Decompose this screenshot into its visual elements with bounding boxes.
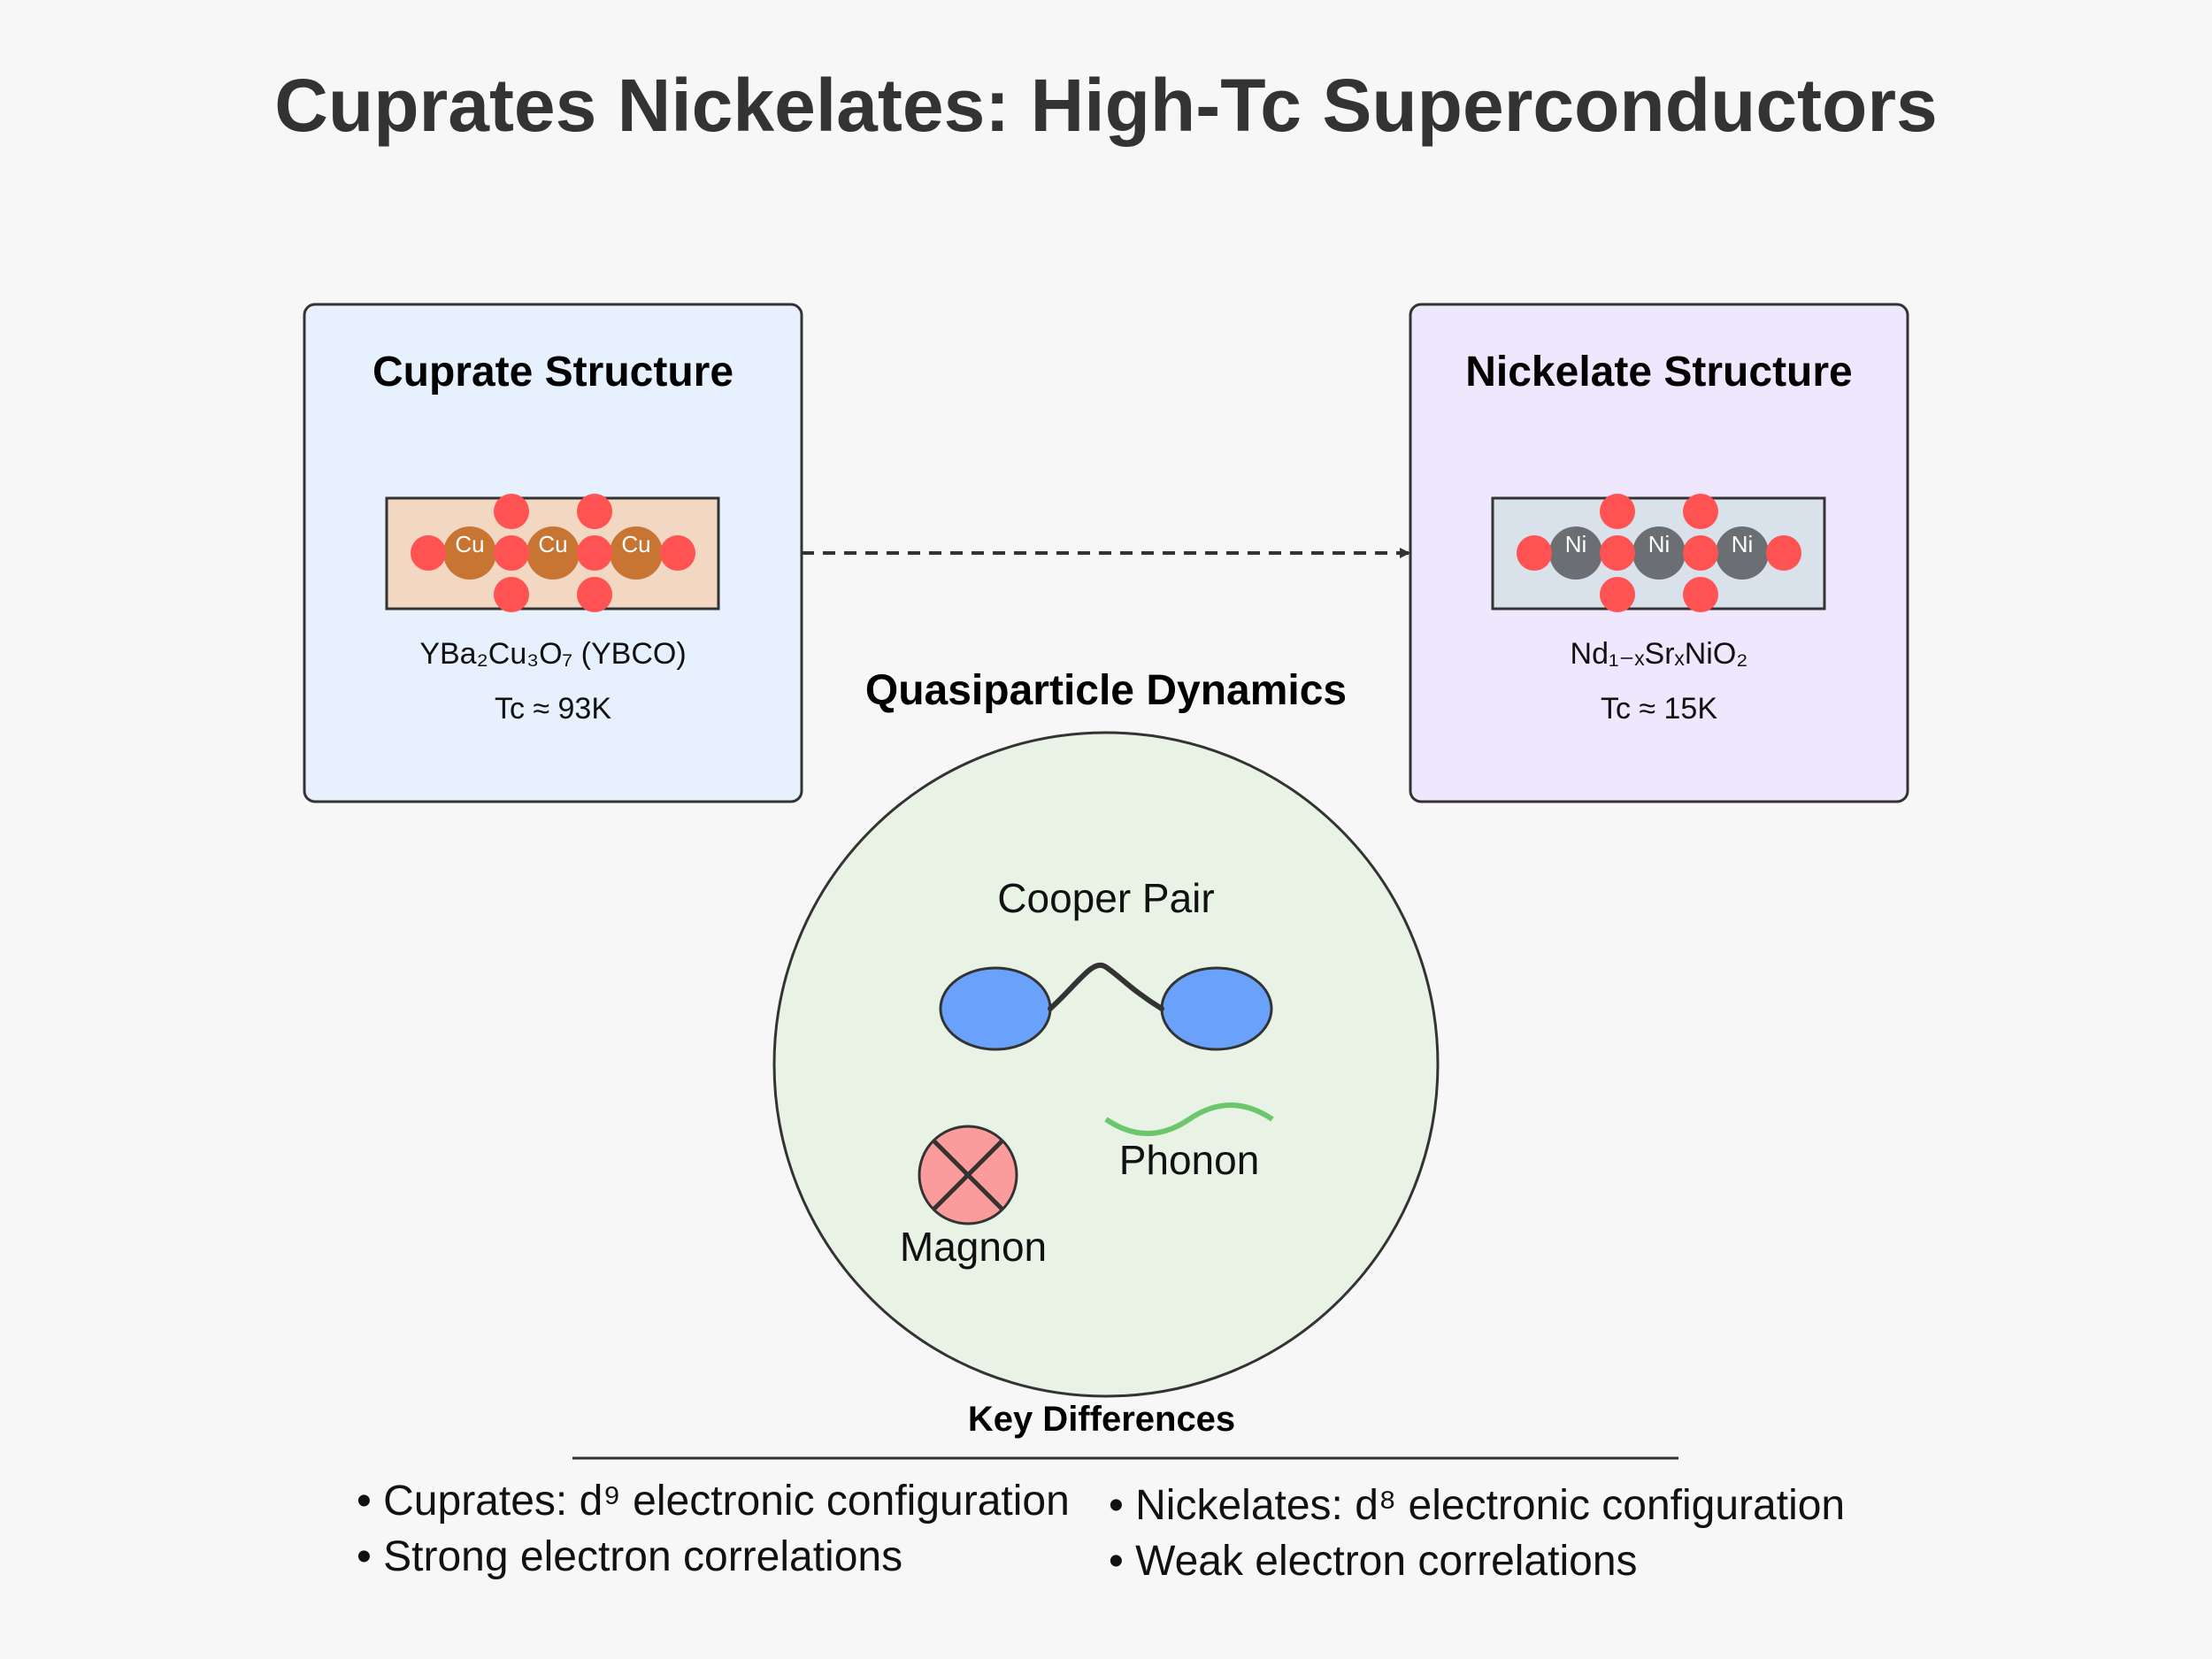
electron-right <box>1160 966 1273 1051</box>
oxygen-atom <box>577 535 612 571</box>
oxygen-atom <box>494 535 529 571</box>
cuprate-formula: YBa₂Cu₃O₇ (YBCO) <box>419 637 686 671</box>
copper-atom <box>610 526 663 580</box>
cuprate-lattice: Cu Cu Cu <box>385 494 720 612</box>
nickelate-formula: Nd₁₋ₓSrₓNiO₂ <box>1571 637 1748 671</box>
oxygen-atom <box>660 535 695 571</box>
magnon-label: Magnon <box>900 1224 1047 1270</box>
difference-item: • Weak electron correlations <box>1109 1538 1638 1585</box>
copper-label: Cu <box>538 531 567 557</box>
nickel-atom <box>1549 526 1602 580</box>
cuprate-heading: Cuprate Structure <box>373 349 733 396</box>
oxygen-atom <box>1766 535 1801 571</box>
oxygen-atom <box>494 494 529 529</box>
nickel-atom <box>1716 526 1769 580</box>
difference-item: • Strong electron correlations <box>357 1533 902 1580</box>
nickel-label: Ni <box>1648 531 1671 557</box>
nickel-label: Ni <box>1565 531 1587 557</box>
magnon-cross <box>932 1139 1004 1211</box>
pair-bond <box>1048 963 1164 1011</box>
nickelate-panel: Nickelate Structure Ni Ni Ni Nd₁₋ₓSrₓNiO… <box>1409 303 1909 803</box>
oxygen-atom <box>577 577 612 612</box>
copper-label: Cu <box>455 531 484 557</box>
oxygen-atom <box>1683 535 1718 571</box>
nickel-label: Ni <box>1732 531 1754 557</box>
oxygen-atom <box>1683 494 1718 529</box>
copper-atom <box>526 526 580 580</box>
quasiparticle-heading: Quasiparticle Dynamics <box>865 667 1347 714</box>
cuprate-tc: Tc ≈ 93K <box>495 692 611 726</box>
key-differences-heading: Key Differences <box>968 1400 1235 1439</box>
key-differences: Key Differences • Cuprates: d⁹ electroni… <box>357 1400 1845 1585</box>
oxygen-atom <box>577 494 612 529</box>
nickel-atom <box>1632 526 1686 580</box>
page-title: Cuprates Nickelates: High-Tc Superconduc… <box>274 64 1938 147</box>
copper-atom <box>443 526 496 580</box>
cooper-pair-label: Cooper Pair <box>997 875 1214 921</box>
nickelate-lattice: Ni Ni Ni <box>1491 494 1826 612</box>
oxygen-atom <box>1600 577 1635 612</box>
phonon-wave <box>1104 1102 1274 1136</box>
nickelate-tc: Tc ≈ 15K <box>1601 692 1717 726</box>
oxygen-atom <box>1600 494 1635 529</box>
difference-item: • Cuprates: d⁹ electronic configuration <box>357 1478 1070 1525</box>
quasiparticle-section: Quasiparticle Dynamics Cooper Pair Phono… <box>772 667 1440 1398</box>
quasiparticle-circle <box>772 731 1440 1398</box>
electron-left <box>939 966 1052 1051</box>
phonon-label: Phonon <box>1119 1137 1260 1183</box>
oxygen-atom <box>411 535 446 571</box>
difference-item: • Nickelates: d⁸ electronic configuratio… <box>1109 1482 1845 1529</box>
oxygen-atom <box>1517 535 1552 571</box>
nickelate-heading: Nickelate Structure <box>1465 349 1853 396</box>
cuprate-panel: Cuprate Structure Cu Cu Cu YBa₂Cu₃O₇ (YB… <box>303 303 803 803</box>
oxygen-atom <box>494 577 529 612</box>
copper-label: Cu <box>621 531 650 557</box>
oxygen-atom <box>1683 577 1718 612</box>
oxygen-atom <box>1600 535 1635 571</box>
